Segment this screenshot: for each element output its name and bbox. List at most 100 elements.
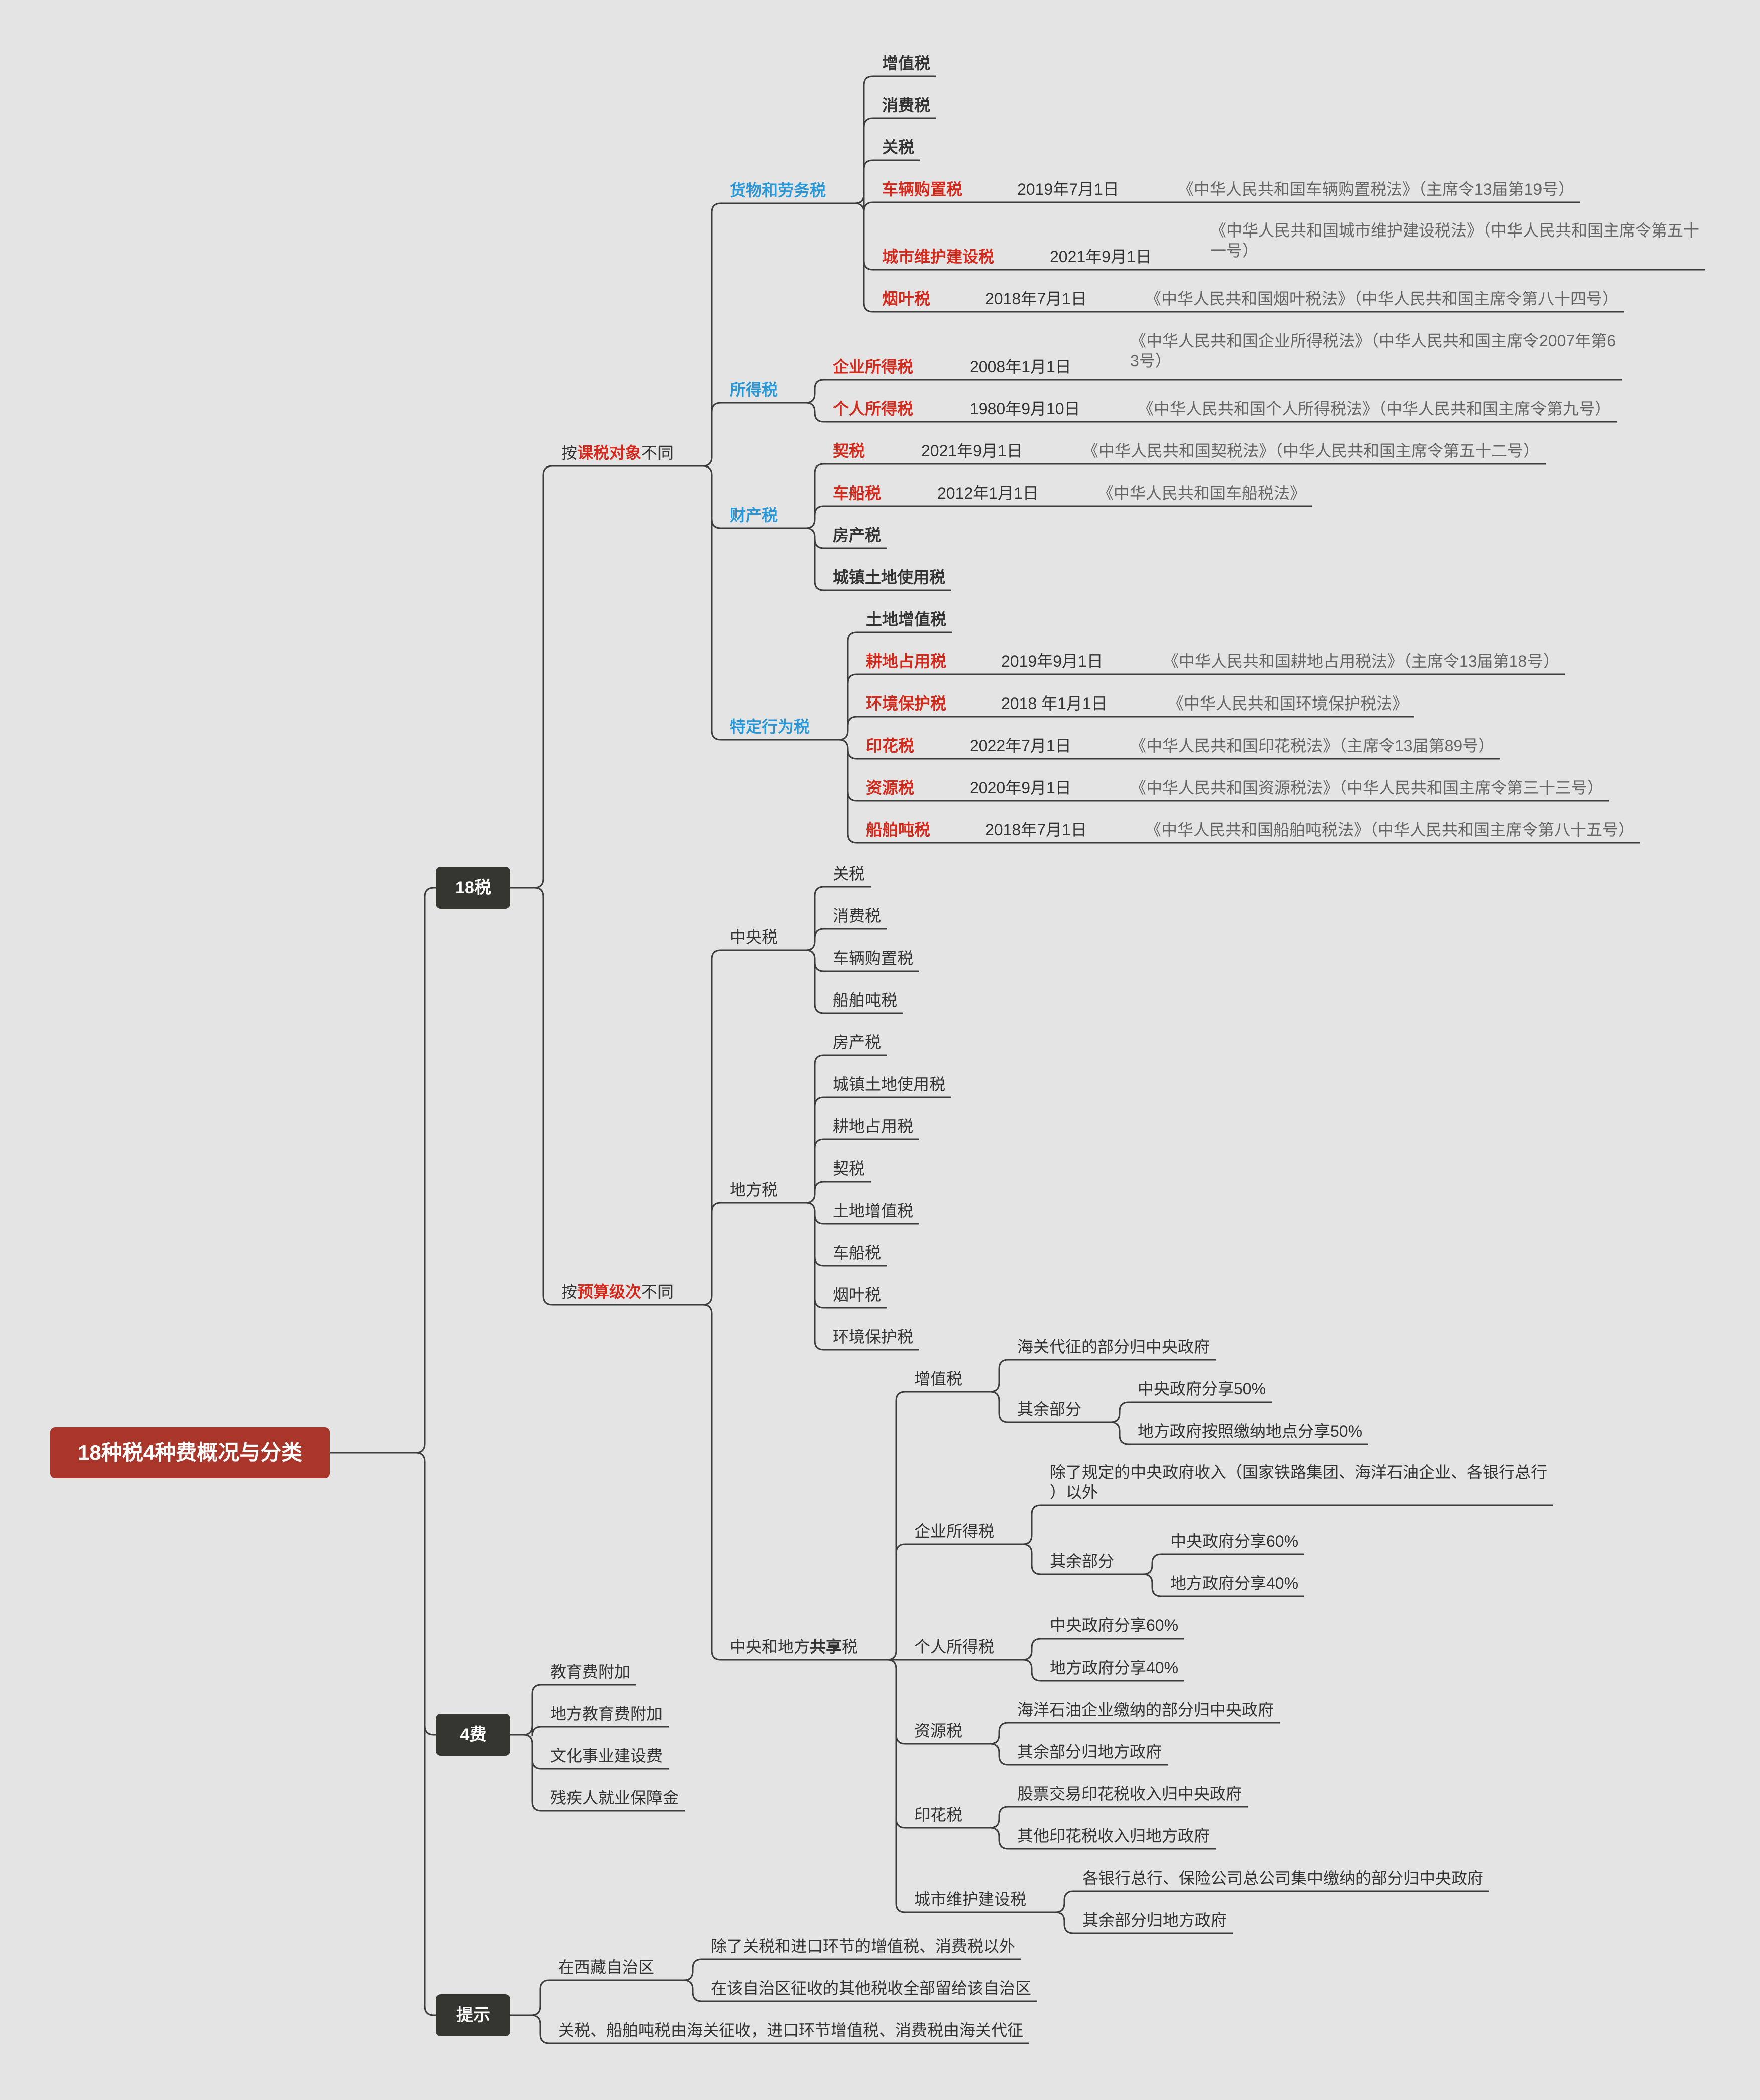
list-item[interactable]: 车船税 bbox=[833, 1244, 882, 1262]
category-income[interactable]: 所得税 bbox=[730, 381, 778, 399]
tax-vat[interactable]: 增值税 bbox=[882, 54, 931, 72]
fee-item[interactable]: 地方教育费附加 bbox=[550, 1705, 663, 1723]
tip-tibet[interactable]: 在西藏自治区 bbox=[558, 1958, 655, 1976]
local-taxes[interactable]: 地方税 bbox=[730, 1181, 778, 1199]
list-item[interactable]: 其余部分归地方政府 bbox=[1017, 1743, 1162, 1761]
root-topic[interactable]: 18种税4种费概况与分类 bbox=[50, 1427, 330, 1478]
tax-stamp[interactable]: 印花税 bbox=[866, 737, 915, 755]
shared-enterprise-income[interactable]: 企业所得税 bbox=[914, 1522, 995, 1540]
list-item[interactable]: 地方政府按照缴纳地点分享50% bbox=[1138, 1422, 1363, 1440]
list-item[interactable]: 海洋石油企业缴纳的部分归中央政府 bbox=[1017, 1701, 1274, 1719]
effective-date[interactable]: 2019年9月1日 bbox=[1001, 652, 1103, 670]
tax-real-estate[interactable]: 房产税 bbox=[833, 526, 882, 544]
central-taxes[interactable]: 中央税 bbox=[730, 928, 778, 946]
tax-land-appreciation[interactable]: 土地增值税 bbox=[866, 610, 947, 628]
effective-date[interactable]: 2012年1月1日 bbox=[937, 484, 1039, 502]
tip-item[interactable]: 在该自治区征收的其他税收全部留给该自治区 bbox=[711, 1979, 1032, 1997]
list-item[interactable]: 海关代征的部分归中央政府 bbox=[1017, 1338, 1210, 1356]
list-item[interactable]: 城镇土地使用税 bbox=[833, 1075, 946, 1093]
list-item[interactable]: 其余部分 bbox=[1017, 1400, 1082, 1418]
shared-urban-maintenance[interactable]: 城市维护建设税 bbox=[914, 1890, 1027, 1908]
list-item[interactable]: 契税 bbox=[833, 1159, 865, 1178]
law-reference[interactable]: 《中华人民共和国耕地占用税法》（主席令13届第18号） bbox=[1163, 652, 1560, 670]
list-item[interactable]: 船舶吨税 bbox=[833, 991, 898, 1009]
list-item[interactable]: 其余部分 bbox=[1050, 1552, 1115, 1570]
tax-vessel-tonnage[interactable]: 船舶吨税 bbox=[866, 821, 931, 839]
effective-date[interactable]: 2022年7月1日 bbox=[970, 737, 1071, 755]
list-item[interactable]: 耕地占用税 bbox=[833, 1117, 914, 1135]
shared-vat[interactable]: 增值税 bbox=[914, 1370, 963, 1388]
tax-environmental[interactable]: 环境保护税 bbox=[866, 694, 947, 713]
effective-date[interactable]: 2021年9月1日 bbox=[1050, 248, 1152, 266]
by-tax-object[interactable]: 按课税对象不同 bbox=[561, 444, 674, 462]
category-goods-services[interactable]: 货物和劳务税 bbox=[730, 181, 826, 199]
law-reference[interactable]: 《中华人民共和国资源税法》（中华人民共和国主席令第三十三号） bbox=[1130, 779, 1604, 797]
list-item[interactable]: 股票交易印花税收入归中央政府 bbox=[1017, 1785, 1242, 1803]
tax-vehicle-purchase[interactable]: 车辆购置税 bbox=[882, 180, 963, 198]
fee-item[interactable]: 残疾人就业保障金 bbox=[550, 1789, 679, 1807]
list-item[interactable]: 中央政府分享50% bbox=[1138, 1380, 1266, 1398]
law-reference[interactable]: 《中华人民共和国车船税法》 bbox=[1097, 484, 1306, 502]
effective-date[interactable]: 2008年1月1日 bbox=[970, 358, 1071, 376]
list-item[interactable]: 中央政府分享60% bbox=[1050, 1616, 1179, 1635]
fee-item[interactable]: 文化事业建设费 bbox=[550, 1747, 663, 1765]
category-behavior[interactable]: 特定行为税 bbox=[730, 718, 810, 736]
tip-item[interactable]: 关税、船舶吨税由海关征收，进口环节增值税、消费税由海关代征 bbox=[558, 2021, 1024, 2039]
effective-date[interactable]: 2018 年1月1日 bbox=[1001, 694, 1108, 713]
connector-path bbox=[330, 75, 1705, 2044]
fee-item[interactable]: 教育费附加 bbox=[550, 1663, 631, 1681]
law-reference[interactable]: 《中华人民共和国船舶吨税法》（中华人民共和国主席令第八十五号） bbox=[1145, 821, 1635, 839]
tax-individual-income[interactable]: 个人所得税 bbox=[833, 400, 914, 418]
list-item[interactable]: 中央政府分享60% bbox=[1170, 1532, 1299, 1550]
category-property[interactable]: 财产税 bbox=[730, 506, 778, 524]
law-reference[interactable]: 《中华人民共和国个人所得税法》（中华人民共和国主席令第九号） bbox=[1138, 400, 1611, 418]
law-reference[interactable]: 《中华人民共和国环境保护税法》 bbox=[1168, 694, 1409, 713]
shared-taxes[interactable]: 中央和地方共享税 bbox=[730, 1638, 858, 1656]
tax-tobacco-leaf[interactable]: 烟叶税 bbox=[882, 290, 931, 308]
list-item[interactable]: 其他印花税收入归地方政府 bbox=[1017, 1827, 1210, 1845]
tax-deed[interactable]: 契税 bbox=[833, 442, 865, 460]
tax-consumption[interactable]: 消费税 bbox=[882, 96, 931, 114]
list-item[interactable]: 烟叶税 bbox=[833, 1286, 882, 1304]
law-reference[interactable]: 《中华人民共和国城市维护建设税法》（中华人民共和国主席令第五十一号） bbox=[1210, 221, 1700, 260]
list-item[interactable]: 关税 bbox=[833, 865, 865, 883]
list-item[interactable]: 土地增值税 bbox=[833, 1202, 914, 1220]
tax-customs[interactable]: 关税 bbox=[882, 138, 915, 156]
law-reference[interactable]: 《中华人民共和国印花税法》（主席令13届第89号） bbox=[1130, 737, 1495, 755]
effective-date[interactable]: 2019年7月1日 bbox=[1017, 180, 1119, 198]
tax-resource[interactable]: 资源税 bbox=[866, 779, 915, 797]
effective-date[interactable]: 2018年7月1日 bbox=[985, 821, 1087, 839]
law-reference[interactable]: 《中华人民共和国契税法》（中华人民共和国主席令第五十二号） bbox=[1082, 442, 1540, 460]
shared-resource[interactable]: 资源税 bbox=[914, 1722, 963, 1740]
tax-enterprise-income[interactable]: 企业所得税 bbox=[833, 358, 914, 376]
effective-date[interactable]: 1980年9月10日 bbox=[970, 400, 1080, 418]
list-item[interactable]: 环境保护税 bbox=[833, 1328, 914, 1346]
shared-stamp[interactable]: 印花税 bbox=[914, 1806, 963, 1824]
tax-urban-land-use[interactable]: 城镇土地使用税 bbox=[833, 568, 946, 586]
list-item[interactable]: 其余部分归地方政府 bbox=[1082, 1911, 1227, 1929]
topic-18-taxes[interactable]: 18税 bbox=[436, 867, 510, 909]
list-item[interactable]: 各银行总行、保险公司总公司集中缴纳的部分归中央政府 bbox=[1082, 1869, 1484, 1887]
effective-date[interactable]: 2020年9月1日 bbox=[970, 779, 1071, 797]
law-reference[interactable]: 《中华人民共和国车辆购置税法》（主席令13届第19号） bbox=[1178, 180, 1575, 198]
list-item[interactable]: 地方政府分享40% bbox=[1170, 1574, 1299, 1592]
shared-individual-income[interactable]: 个人所得税 bbox=[914, 1638, 995, 1656]
list-item[interactable]: 除了规定的中央政府收入（国家铁路集团、海洋石油企业、各银行总行）以外 bbox=[1050, 1463, 1548, 1501]
law-reference[interactable]: 《中华人民共和国烟叶税法》（中华人民共和国主席令第八十四号） bbox=[1145, 290, 1619, 308]
list-item[interactable]: 车辆购置税 bbox=[833, 949, 914, 967]
list-item[interactable]: 房产税 bbox=[833, 1033, 882, 1051]
effective-date[interactable]: 2021年9月1日 bbox=[921, 442, 1023, 460]
tax-vehicle-vessel[interactable]: 车船税 bbox=[833, 484, 882, 502]
effective-date[interactable]: 2018年7月1日 bbox=[985, 290, 1087, 308]
tax-farmland-occupation[interactable]: 耕地占用税 bbox=[866, 652, 947, 670]
tip-item[interactable]: 除了关税和进口环节的增值税、消费税以外 bbox=[711, 1937, 1016, 1955]
tax-urban-maintenance[interactable]: 城市维护建设税 bbox=[882, 248, 995, 266]
topic-tips[interactable]: 提示 bbox=[436, 1994, 510, 2036]
list-item[interactable]: 地方政府分享40% bbox=[1050, 1659, 1179, 1677]
topic-4-fees[interactable]: 4费 bbox=[436, 1714, 510, 1756]
list-item[interactable]: 消费税 bbox=[833, 907, 882, 925]
by-budget-level[interactable]: 按预算级次不同 bbox=[561, 1283, 674, 1301]
